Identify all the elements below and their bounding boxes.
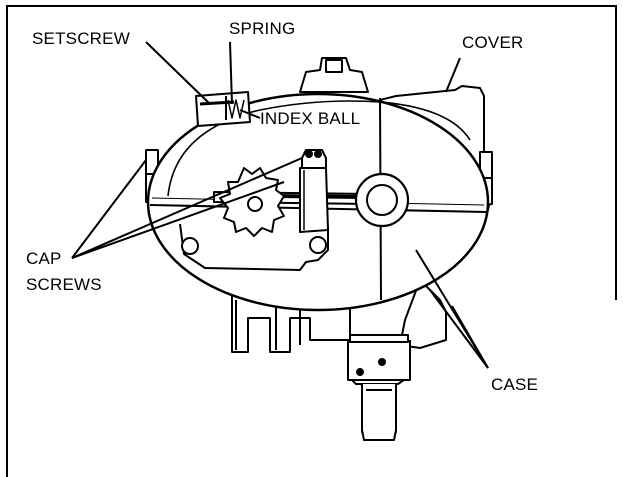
label-index-ball: INDEX BALL [260,109,360,128]
output-shaft-hub [354,172,410,228]
indicator-plate [179,223,329,271]
output-shaft [347,334,411,441]
spring-leader [229,41,233,105]
leader-lines [71,41,489,369]
top-boss [299,57,369,93]
index-ball-leader [239,109,261,119]
label-setscrew: SETSCREW [32,29,130,48]
cap-screw-leader-2 [71,181,285,259]
cap-screw-leader-3 [71,157,303,259]
label-cap: CAP [26,249,62,268]
label-case: CASE [491,375,538,394]
labels: SETSCREW SPRING COVER INDEX BALL CAP SCR… [26,19,538,394]
label-cover: COVER [462,33,523,52]
diagram-border [6,5,617,477]
case-leader-3 [451,305,489,369]
label-spring: SPRING [229,19,295,38]
cap-screw-leader-1 [71,159,147,259]
setscrew-leader [145,41,211,105]
cover-leader [445,57,461,93]
sprocket-gear [219,167,285,237]
shift-fork [299,149,329,233]
case-leader-2 [429,289,489,369]
label-screws: SCREWS [26,275,102,294]
